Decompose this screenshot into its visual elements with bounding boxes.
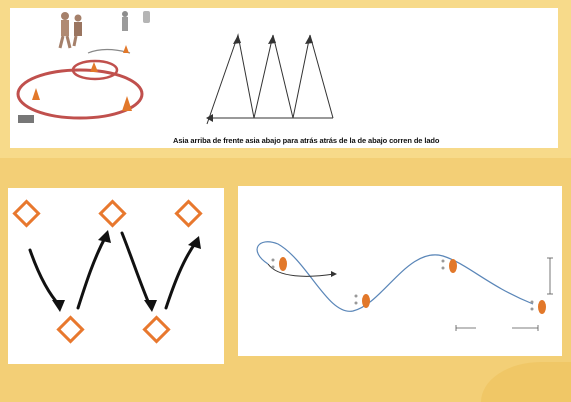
- serpentine-path: [256, 241, 534, 312]
- arrowhead-icon: [206, 35, 313, 122]
- diamond-marker-icon: [142, 315, 171, 344]
- cone-icon: [32, 88, 40, 100]
- arrowhead-icon: [331, 271, 337, 277]
- cone-icon: [90, 62, 98, 72]
- diamond-marker-icon: [98, 199, 127, 228]
- diamond-marker-icon: [12, 199, 41, 228]
- cone-icon: [530, 300, 546, 314]
- movement-arrows: [28, 231, 198, 310]
- cone-icon: [271, 257, 287, 271]
- top-drill-diagram: [16, 11, 334, 125]
- player-figure-icon: [122, 11, 128, 31]
- arrowhead-icon: [52, 230, 201, 312]
- player-figure-icon: [143, 11, 150, 23]
- zigzag-drill-diagram: [12, 199, 203, 344]
- diamond-marker-icon: [56, 315, 85, 344]
- serpentine-drill-diagram: [256, 241, 553, 331]
- cone-icon: [441, 259, 457, 273]
- oval-track: [16, 68, 144, 120]
- drill-caption: Asia arriba de frente asia abajo para at…: [173, 136, 440, 145]
- diamond-marker-icon: [174, 199, 203, 228]
- scale-marker: [18, 115, 34, 123]
- inner-track: [71, 59, 119, 81]
- cone-icon: [354, 294, 370, 308]
- dimension-label-box: [476, 325, 512, 331]
- serpentine-drill-panel: [238, 186, 562, 356]
- cone-icon: [123, 45, 129, 53]
- top-drill-panel: Asia arriba de frente asia abajo para at…: [10, 8, 558, 148]
- cone-icon: [122, 96, 132, 111]
- vertical-dimension-marker: [547, 257, 553, 295]
- zigzag-drill-panel: [8, 188, 224, 364]
- player-figure-icon: [72, 14, 82, 47]
- zigzag-line-diagram: [206, 33, 334, 125]
- player-figure-icon: [58, 12, 72, 49]
- start-arrow: [267, 263, 335, 277]
